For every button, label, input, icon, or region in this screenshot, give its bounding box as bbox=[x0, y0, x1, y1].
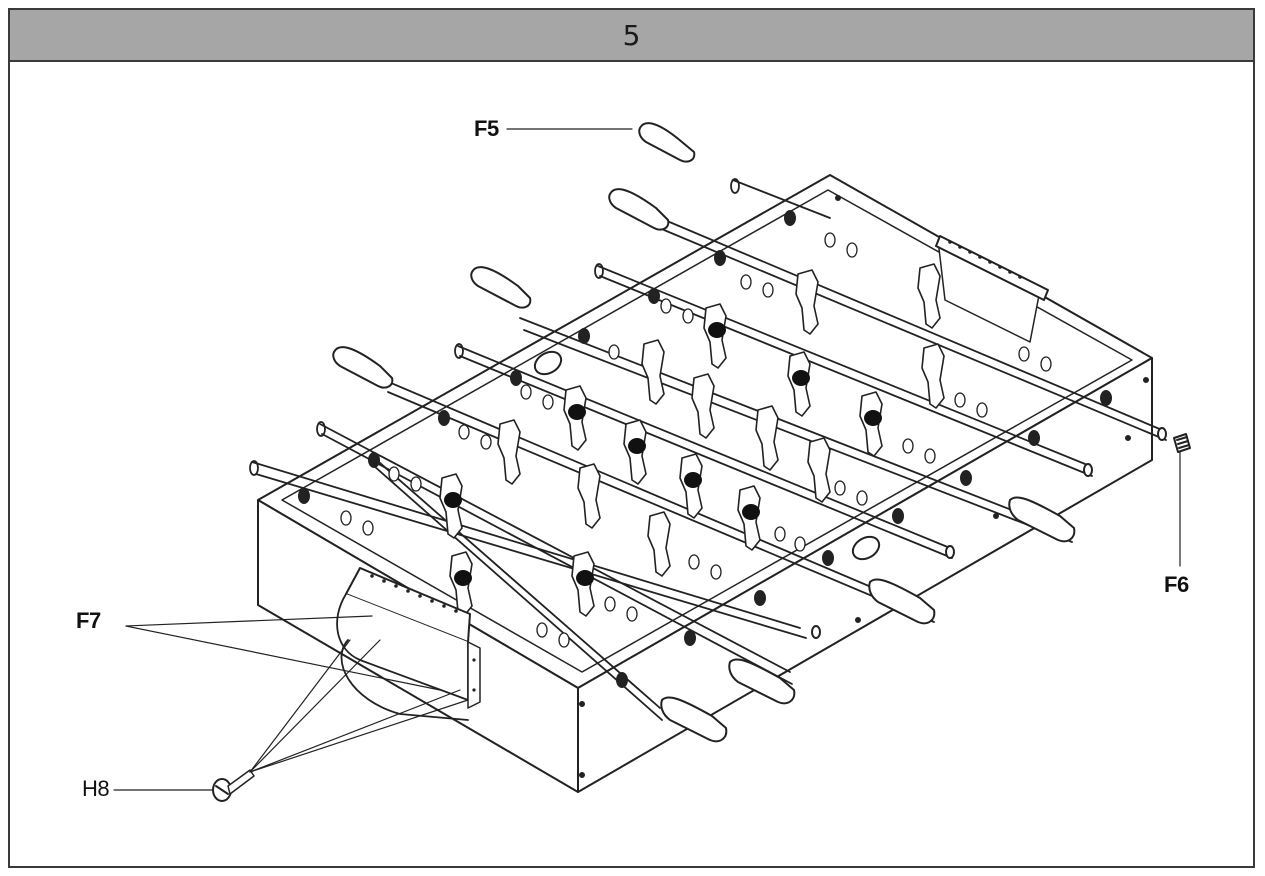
f6-end-cap bbox=[1173, 433, 1191, 453]
rod-handles bbox=[332, 122, 1167, 743]
f7-goal-assembly bbox=[336, 567, 481, 721]
rod-bearings bbox=[298, 210, 1112, 688]
h8-screw bbox=[212, 769, 255, 802]
rod-bumpers bbox=[340, 232, 1052, 648]
step-number: 5 bbox=[622, 18, 641, 52]
f5-handle bbox=[638, 122, 696, 163]
callout-h8: H8 bbox=[82, 776, 110, 801]
step-header: 5 bbox=[10, 10, 1253, 62]
players-light bbox=[497, 263, 945, 577]
callout-f5: F5 bbox=[474, 116, 499, 141]
player-torsos bbox=[444, 322, 882, 586]
callout-f7: F7 bbox=[76, 608, 101, 633]
leader-lines bbox=[113, 128, 1181, 791]
callout-f6: F6 bbox=[1164, 572, 1189, 597]
table-cabinet bbox=[257, 174, 1153, 793]
players-dark bbox=[439, 303, 883, 617]
